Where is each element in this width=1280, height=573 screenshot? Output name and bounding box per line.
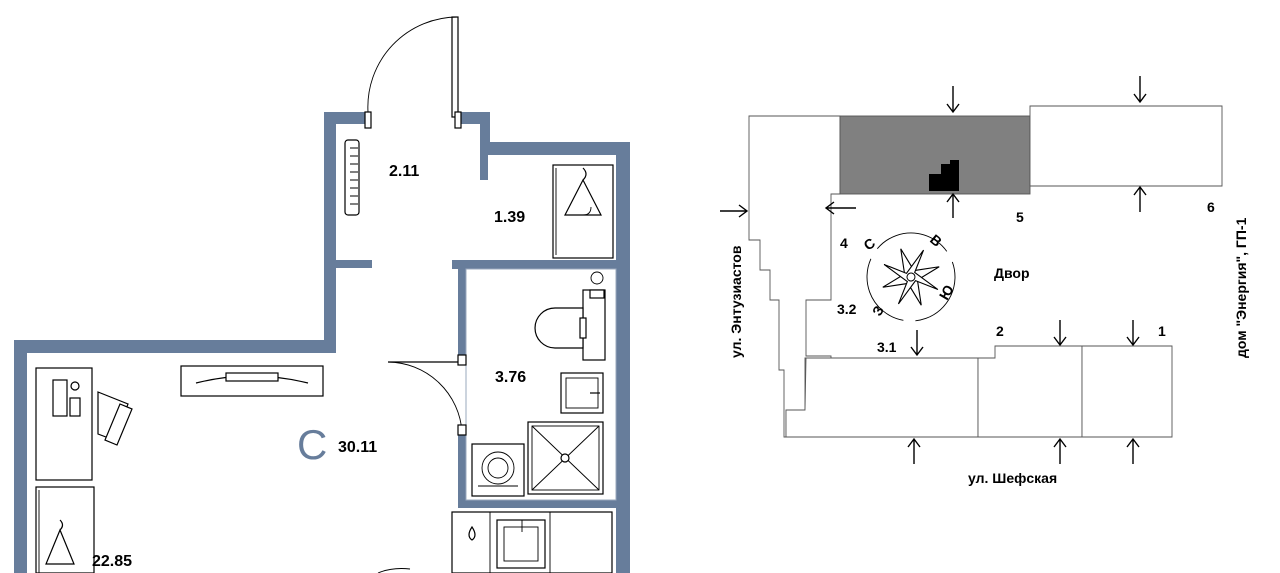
room-area-wardrobe: 1.39	[494, 209, 525, 226]
room-area-bathroom: 3.76	[495, 369, 526, 386]
studio-letter: С	[297, 421, 327, 468]
section-label-3-1: 3.1	[877, 339, 897, 355]
sofa-edge	[377, 568, 411, 573]
building-section-6[interactable]	[1029, 105, 1223, 187]
wall-inner-line	[465, 268, 617, 501]
building-section-3-1[interactable]	[785, 357, 979, 438]
door-jamb	[454, 111, 462, 129]
door-jamb	[364, 111, 372, 129]
street-left-label: ул. Энтузиастов	[728, 245, 744, 358]
street-right-label: дом "Энергия", ГП-1	[1233, 217, 1249, 358]
wall	[324, 112, 336, 344]
section-label-2: 2	[996, 323, 1004, 339]
apartment-marker	[929, 160, 959, 191]
door-jamb	[457, 424, 467, 436]
section-label-1: 1	[1158, 323, 1166, 339]
compass-east: В	[927, 231, 945, 250]
room-area-living: 22.85	[92, 553, 132, 570]
room-area-hall: 2.11	[389, 163, 419, 180]
wall	[458, 428, 466, 508]
building-section-2[interactable]	[977, 345, 1083, 438]
compass-west: З	[869, 303, 887, 319]
door-leaf	[451, 16, 459, 118]
floor-plan: 2.11 1.39 3.76 С 30.11 22.85	[14, 16, 630, 573]
tv	[180, 365, 324, 397]
kitchen-counter	[451, 511, 613, 573]
entrance-arrows	[720, 76, 1147, 464]
wall	[480, 152, 488, 180]
section-label-5: 5	[1016, 209, 1024, 225]
drop-icon	[468, 525, 476, 541]
room-area-studio: 30.11	[338, 439, 377, 456]
site-plan: С В Ю З Двор 1 2 3.1 3.2 4 5 6 ул. Энтуз…	[720, 76, 1249, 486]
wall	[616, 142, 630, 573]
desk	[35, 367, 93, 481]
toilet	[534, 271, 606, 361]
shower	[527, 421, 604, 495]
street-bottom-label: ул. Шефская	[968, 470, 1057, 486]
wall	[458, 269, 466, 359]
wall	[14, 340, 27, 573]
section-label-6: 6	[1207, 199, 1215, 215]
wall	[480, 112, 490, 152]
wall	[324, 112, 370, 124]
section-label-4: 4	[840, 235, 848, 251]
wall	[14, 340, 336, 353]
building-section-1[interactable]	[1081, 345, 1173, 438]
compass: С В Ю З	[861, 231, 957, 322]
section-label-3-2: 3.2	[837, 301, 857, 317]
closet	[35, 486, 95, 573]
compass-north: С	[861, 235, 878, 254]
wall	[452, 260, 616, 269]
wardrobe	[552, 164, 614, 259]
washing-machine	[471, 443, 525, 497]
radiator	[344, 139, 360, 216]
chair	[97, 391, 133, 446]
wall	[336, 260, 372, 268]
entry-door[interactable]	[364, 16, 462, 129]
bathroom-sink	[560, 372, 604, 414]
bathroom-door[interactable]	[387, 354, 467, 436]
yard-label: Двор	[994, 265, 1030, 281]
door-swing	[367, 16, 459, 113]
hanger-icon	[45, 519, 75, 565]
compass-south: Ю	[936, 282, 957, 303]
door-swing	[387, 361, 463, 433]
wall	[480, 142, 630, 155]
wall	[458, 500, 616, 508]
door-jamb	[457, 354, 467, 366]
